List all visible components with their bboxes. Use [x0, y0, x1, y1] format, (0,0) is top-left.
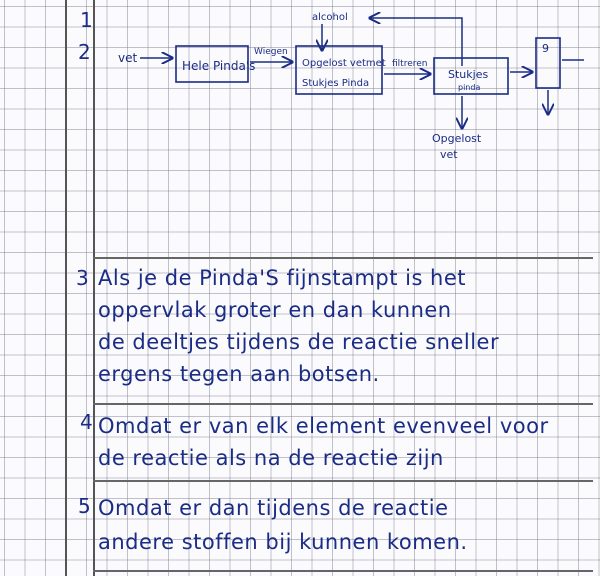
answer-divider: [93, 257, 593, 259]
answer-divider: [93, 480, 593, 482]
margin-line-left: [65, 0, 67, 576]
step-filter-label: filtreren: [392, 59, 427, 69]
separation-flow-diagram: vet Hele Pinda's Wiegen Opgelost vetmet …: [118, 12, 584, 161]
box-whole-peanuts: [175, 45, 249, 83]
question-number-2: 2: [78, 40, 92, 64]
box-peanut-pieces-line1: Stukjes: [448, 68, 488, 81]
box-dissolved-fat-line1: Opgelost vetmet: [302, 58, 386, 69]
answer-4-line-2: de reactie als na de reactie zijn: [98, 446, 444, 470]
box-dissolved-fat: [295, 45, 383, 95]
diagram-input-label: vet: [118, 51, 137, 65]
box-dissolved-fat-line2: Stukjes Pinda: [302, 78, 369, 89]
question-number-4: 4: [80, 410, 94, 434]
box-nine-label: 9: [542, 42, 549, 55]
box-peanut-pieces-line2: pinda: [458, 83, 480, 92]
question-number-5: 5: [78, 494, 92, 518]
margin-line-right: [93, 0, 95, 576]
box-nine: [535, 37, 561, 89]
step-weigh-label: Wiegen: [254, 47, 288, 57]
answer-divider: [93, 403, 593, 405]
answer-5-line-2: andere stoffen bij kunnen komen.: [98, 530, 468, 554]
output-line2: vet: [440, 148, 458, 161]
answer-3-line-1: Als je de Pinda'S fijnstampt is het: [98, 266, 467, 290]
answer-5-line-1: Omdat er dan tijdens de reactie: [98, 496, 449, 520]
answer-4-line-1: Omdat er van elk element evenveel voor: [98, 414, 549, 438]
box-peanut-pieces: [433, 57, 509, 95]
answer-3-line-4: ergens tegen aan botsen.: [98, 362, 380, 386]
arrow-solvent-return: [370, 18, 463, 66]
answer-divider: [93, 570, 593, 572]
answer-3-line-3: de deeltjes tijdens de reactie sneller: [98, 330, 500, 354]
question-number-1: 1: [80, 8, 94, 32]
box-whole-peanuts-label: Hele Pinda's: [182, 59, 255, 73]
solvent-label: alcohol: [312, 12, 348, 23]
output-line1: Opgelost: [432, 132, 482, 145]
answer-3-line-2: oppervlak groter en dan kunnen: [98, 298, 452, 322]
question-number-3: 3: [76, 266, 90, 290]
